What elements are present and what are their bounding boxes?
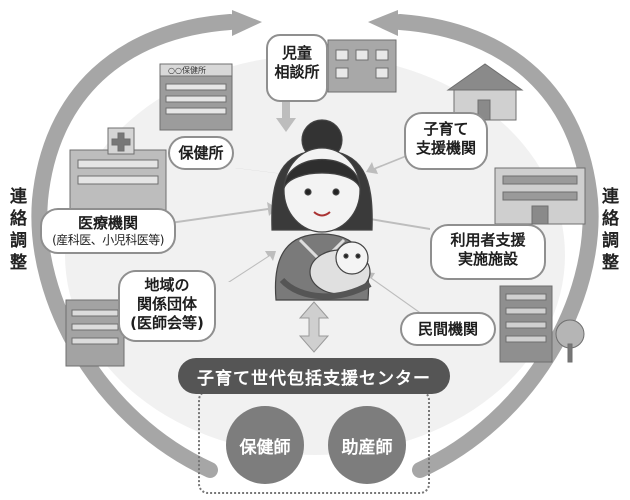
side-right-char: 整: [602, 253, 619, 274]
ring-right: [392, 14, 599, 478]
center-title: 子育て世代包括支援センター: [178, 358, 450, 394]
side-right-char: 連: [602, 187, 619, 207]
arrow-riyousha: [349, 210, 430, 230]
hokenjo-sign: ○○保健所: [168, 65, 206, 75]
ring-left: [31, 14, 238, 478]
arrow-iryo: [170, 202, 277, 224]
building-minkan-icon: [499, 285, 585, 363]
chiiki-line2: 関係団体: [136, 294, 197, 313]
jido-line1: 児童: [281, 44, 312, 62]
side-left-char: 調: [10, 231, 27, 252]
node-kosodate-shien: 子育て 支援機関: [404, 112, 488, 170]
side-label-left: 連 絡 調 整: [10, 186, 27, 274]
node-hokenjo: 保健所: [168, 136, 234, 170]
staff-hokenshi: 保健師: [226, 406, 304, 484]
two-way-arrow-icon: [298, 301, 330, 353]
kosodate-line2: 支援機関: [415, 138, 476, 157]
side-left-char: 絡: [10, 209, 27, 230]
building-chiiki-icon: [65, 299, 125, 367]
facility-riyousha-icon: [494, 167, 586, 225]
side-left-char: 連: [10, 187, 27, 207]
kosodate-line1: 子育て: [423, 120, 469, 138]
house-kosodate-icon: [446, 63, 524, 121]
node-riyousha-shien: 利用者支援 実施施設: [430, 224, 546, 280]
minkan-label: 民間機関: [417, 320, 478, 338]
side-label-right: 連 絡 調 整: [602, 186, 619, 274]
node-chiiki-dantai: 地域の 関係団体 (医師会等): [118, 270, 216, 342]
building-hokenjo-icon: [159, 63, 233, 131]
node-iryo-kikan: 医療機関 (産科医、小児科医等): [40, 208, 176, 254]
arrow-jido: [276, 102, 296, 132]
building-jido-icon: [327, 39, 397, 93]
mother-and-baby-icon: [271, 119, 373, 301]
iryo-sub: (産科医、小児科医等): [52, 232, 164, 247]
side-right-char: 調: [602, 231, 619, 252]
riyousha-line1: 利用者支援: [450, 231, 526, 249]
side-right-char: 絡: [602, 209, 619, 230]
chiiki-line1: 地域の: [144, 276, 190, 294]
node-jido-sodanjo: 児童 相談所: [266, 34, 328, 102]
iryo-label: 医療機関: [77, 214, 138, 232]
staff-josanshi: 助産師: [328, 406, 406, 484]
arrow-chiiki: [228, 251, 276, 282]
ring-arrow-right: [368, 10, 398, 36]
arrow-kosodate: [366, 152, 416, 174]
side-left-char: 整: [10, 253, 27, 274]
node-minkan-kikan: 民間機関: [400, 312, 496, 346]
hospital-icon: [69, 127, 167, 211]
jido-line2: 相談所: [274, 62, 320, 81]
hokenjo-label: 保健所: [178, 144, 224, 162]
chiiki-line3: (医師会等): [130, 313, 204, 332]
ring-arrow-left: [232, 10, 262, 36]
riyousha-line2: 実施施設: [457, 249, 518, 268]
